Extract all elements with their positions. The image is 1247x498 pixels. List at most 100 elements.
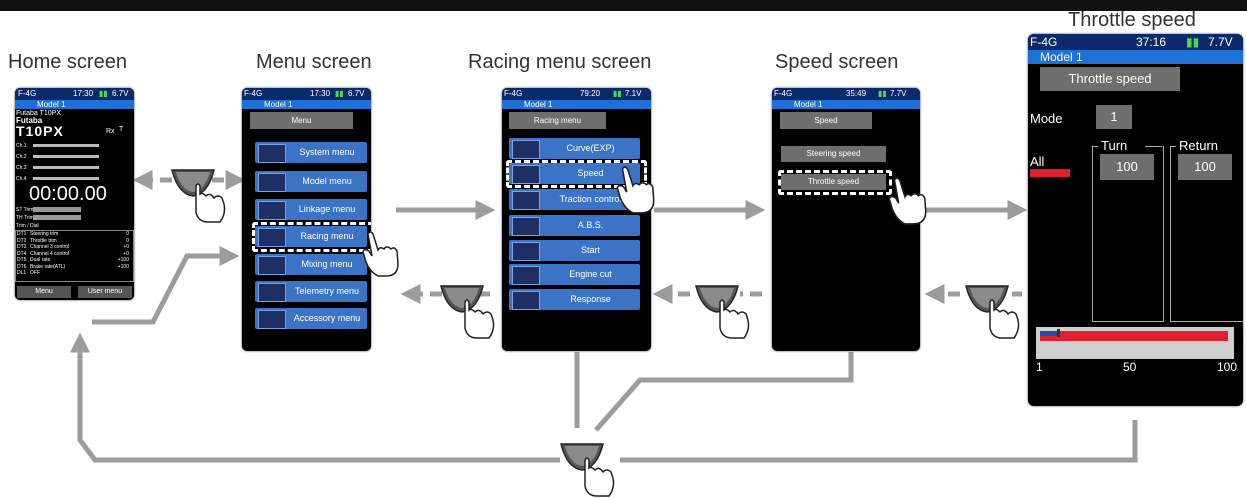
trim-value: +0 (123, 250, 129, 257)
throttle-speed-screen: F-4G 37:16 ▮▮ 7.7V Model 1 Throttle spee… (1028, 34, 1243, 406)
trim-code: DT6 (17, 263, 27, 270)
selection-highlight (252, 222, 371, 252)
home-touch-button-2[interactable] (557, 438, 617, 498)
turn-group-border (1092, 146, 1098, 147)
model-menu-icon (258, 173, 286, 192)
menu-item-label: Telemetry menu (294, 286, 360, 296)
model-bar: Model 1 (15, 100, 134, 109)
return-value-button[interactable]: 100 (1178, 154, 1232, 180)
racing-item-engine-cut[interactable]: Engine cut (509, 264, 640, 285)
tick-label: 100 (1217, 360, 1238, 374)
menu-item-label: Racing menu (300, 231, 354, 241)
hand-pointer-icon (362, 231, 399, 277)
throttle-speed-button[interactable]: Throttle speed (781, 174, 886, 190)
racing-item-curve[interactable]: Curve(EXP) (509, 138, 640, 159)
menu-item-model[interactable]: Model menu (255, 171, 367, 192)
racing-item-response[interactable]: Response (509, 289, 640, 310)
t-label: T (119, 126, 124, 133)
th-trim-bar (33, 215, 81, 220)
racing-item-traction[interactable]: Traction control (509, 189, 640, 210)
battery-icon: ▮▮ (613, 89, 622, 98)
hand-pointer-icon (616, 166, 655, 214)
channel-label: Ch.4 (16, 176, 27, 182)
status-bar: F-4G 17:30 ▮▮ 6.7V (15, 88, 134, 100)
menu-screen-caption: Menu screen (256, 51, 372, 73)
arrow-home-button-to-menu (92, 246, 240, 325)
telemetry-icon (258, 283, 286, 302)
clock: 79:20 (580, 89, 601, 98)
model-name: Model 1 (37, 100, 66, 109)
racing-item-abs[interactable]: A.B.S. (509, 215, 640, 236)
speed-graph (1036, 327, 1234, 359)
menu-item-label: System menu (299, 147, 355, 157)
timer-display: 00:00.00 (29, 183, 107, 205)
menu-item-linkage[interactable]: Linkage menu (255, 199, 367, 220)
steering-speed-button[interactable]: Steering speed (781, 146, 886, 162)
model-name: Model 1 (1040, 50, 1083, 64)
racing-item-speed[interactable]: Speed (509, 163, 640, 184)
battery-icon: ▮▮ (335, 89, 344, 98)
menu-item-mixing[interactable]: Mixing menu (255, 254, 367, 275)
mode-value-button[interactable]: 1 (1096, 105, 1132, 129)
trim-name: Brake rate(ATL) (30, 263, 66, 270)
accessory-icon (258, 310, 286, 329)
brand-line: Futaba T10PX (16, 110, 62, 117)
speed-back-touch-button[interactable] (692, 280, 752, 340)
trim-name: OFF (30, 270, 40, 276)
racing-icon (258, 228, 286, 247)
trim-value: 0 (126, 237, 129, 244)
menu-item-accessory[interactable]: Accessory menu (255, 308, 367, 329)
racing-item-start[interactable]: Start (509, 240, 640, 261)
user-menu-button[interactable]: User menu (78, 286, 132, 298)
menu-item-label: Model menu (302, 176, 352, 186)
racing-back-touch-button[interactable] (437, 280, 497, 340)
model-name: Model 1 (524, 100, 553, 109)
status-bar: F-4G 37:16 ▮▮ 7.7V (1028, 34, 1243, 50)
mode-label: F-4G (18, 89, 37, 98)
menu-item-racing[interactable]: Racing menu (255, 226, 367, 247)
home-screen-caption: Home screen (8, 51, 127, 73)
model-name: Model 1 (794, 100, 823, 109)
response-icon (512, 291, 540, 310)
mode-label: F-4G (1030, 35, 1058, 49)
racing-menu-title: Racing menu (509, 112, 606, 129)
tick-label: 50 (1123, 360, 1137, 374)
trim-name: Dual rate (30, 257, 51, 263)
clock: 17:30 (310, 89, 331, 98)
channel-bar (33, 177, 99, 180)
menu-item-system[interactable]: System menu (255, 142, 367, 163)
rx-label: Rx (106, 128, 115, 135)
model-bar: Model 1 (242, 100, 371, 109)
menu-button[interactable]: Menu (17, 286, 71, 298)
battery-icon: ▮▮ (1186, 35, 1200, 49)
menu-item-label: A.B.S. (577, 220, 604, 230)
channel-label: Ch.2 (16, 154, 27, 160)
channel-label: Ch.1 (16, 143, 27, 149)
trim-value: +0 (123, 244, 129, 250)
turn-value-button[interactable]: 100 (1100, 154, 1154, 180)
menu-title: Menu (250, 112, 353, 129)
racing-menu-screen-caption: Racing menu screen (468, 51, 652, 73)
model-bar: Model 1 (502, 100, 651, 109)
throttle-back-touch-button[interactable] (962, 280, 1022, 340)
return-label: Return (1179, 138, 1219, 153)
turn-group-border (1145, 146, 1162, 147)
racing-menu-screen: F-4G 79:20 ▮▮ 7.1V Model 1 Racing menu C… (502, 88, 651, 351)
menu-item-label: Mixing menu (301, 259, 353, 269)
selection-highlight (506, 160, 647, 188)
channel-bar (33, 144, 99, 147)
turn-label: Turn (1101, 138, 1128, 153)
clock: 37:16 (1136, 35, 1167, 49)
menu-item-telemetry[interactable]: Telemetry menu (255, 281, 367, 302)
trim-value: +100 (117, 257, 129, 263)
home-touch-button-1[interactable] (168, 164, 228, 224)
return-group-border (1170, 146, 1176, 147)
status-bar: F-4G 79:20 ▮▮ 7.1V (502, 88, 651, 100)
speed-screen-caption: Speed screen (775, 51, 899, 73)
